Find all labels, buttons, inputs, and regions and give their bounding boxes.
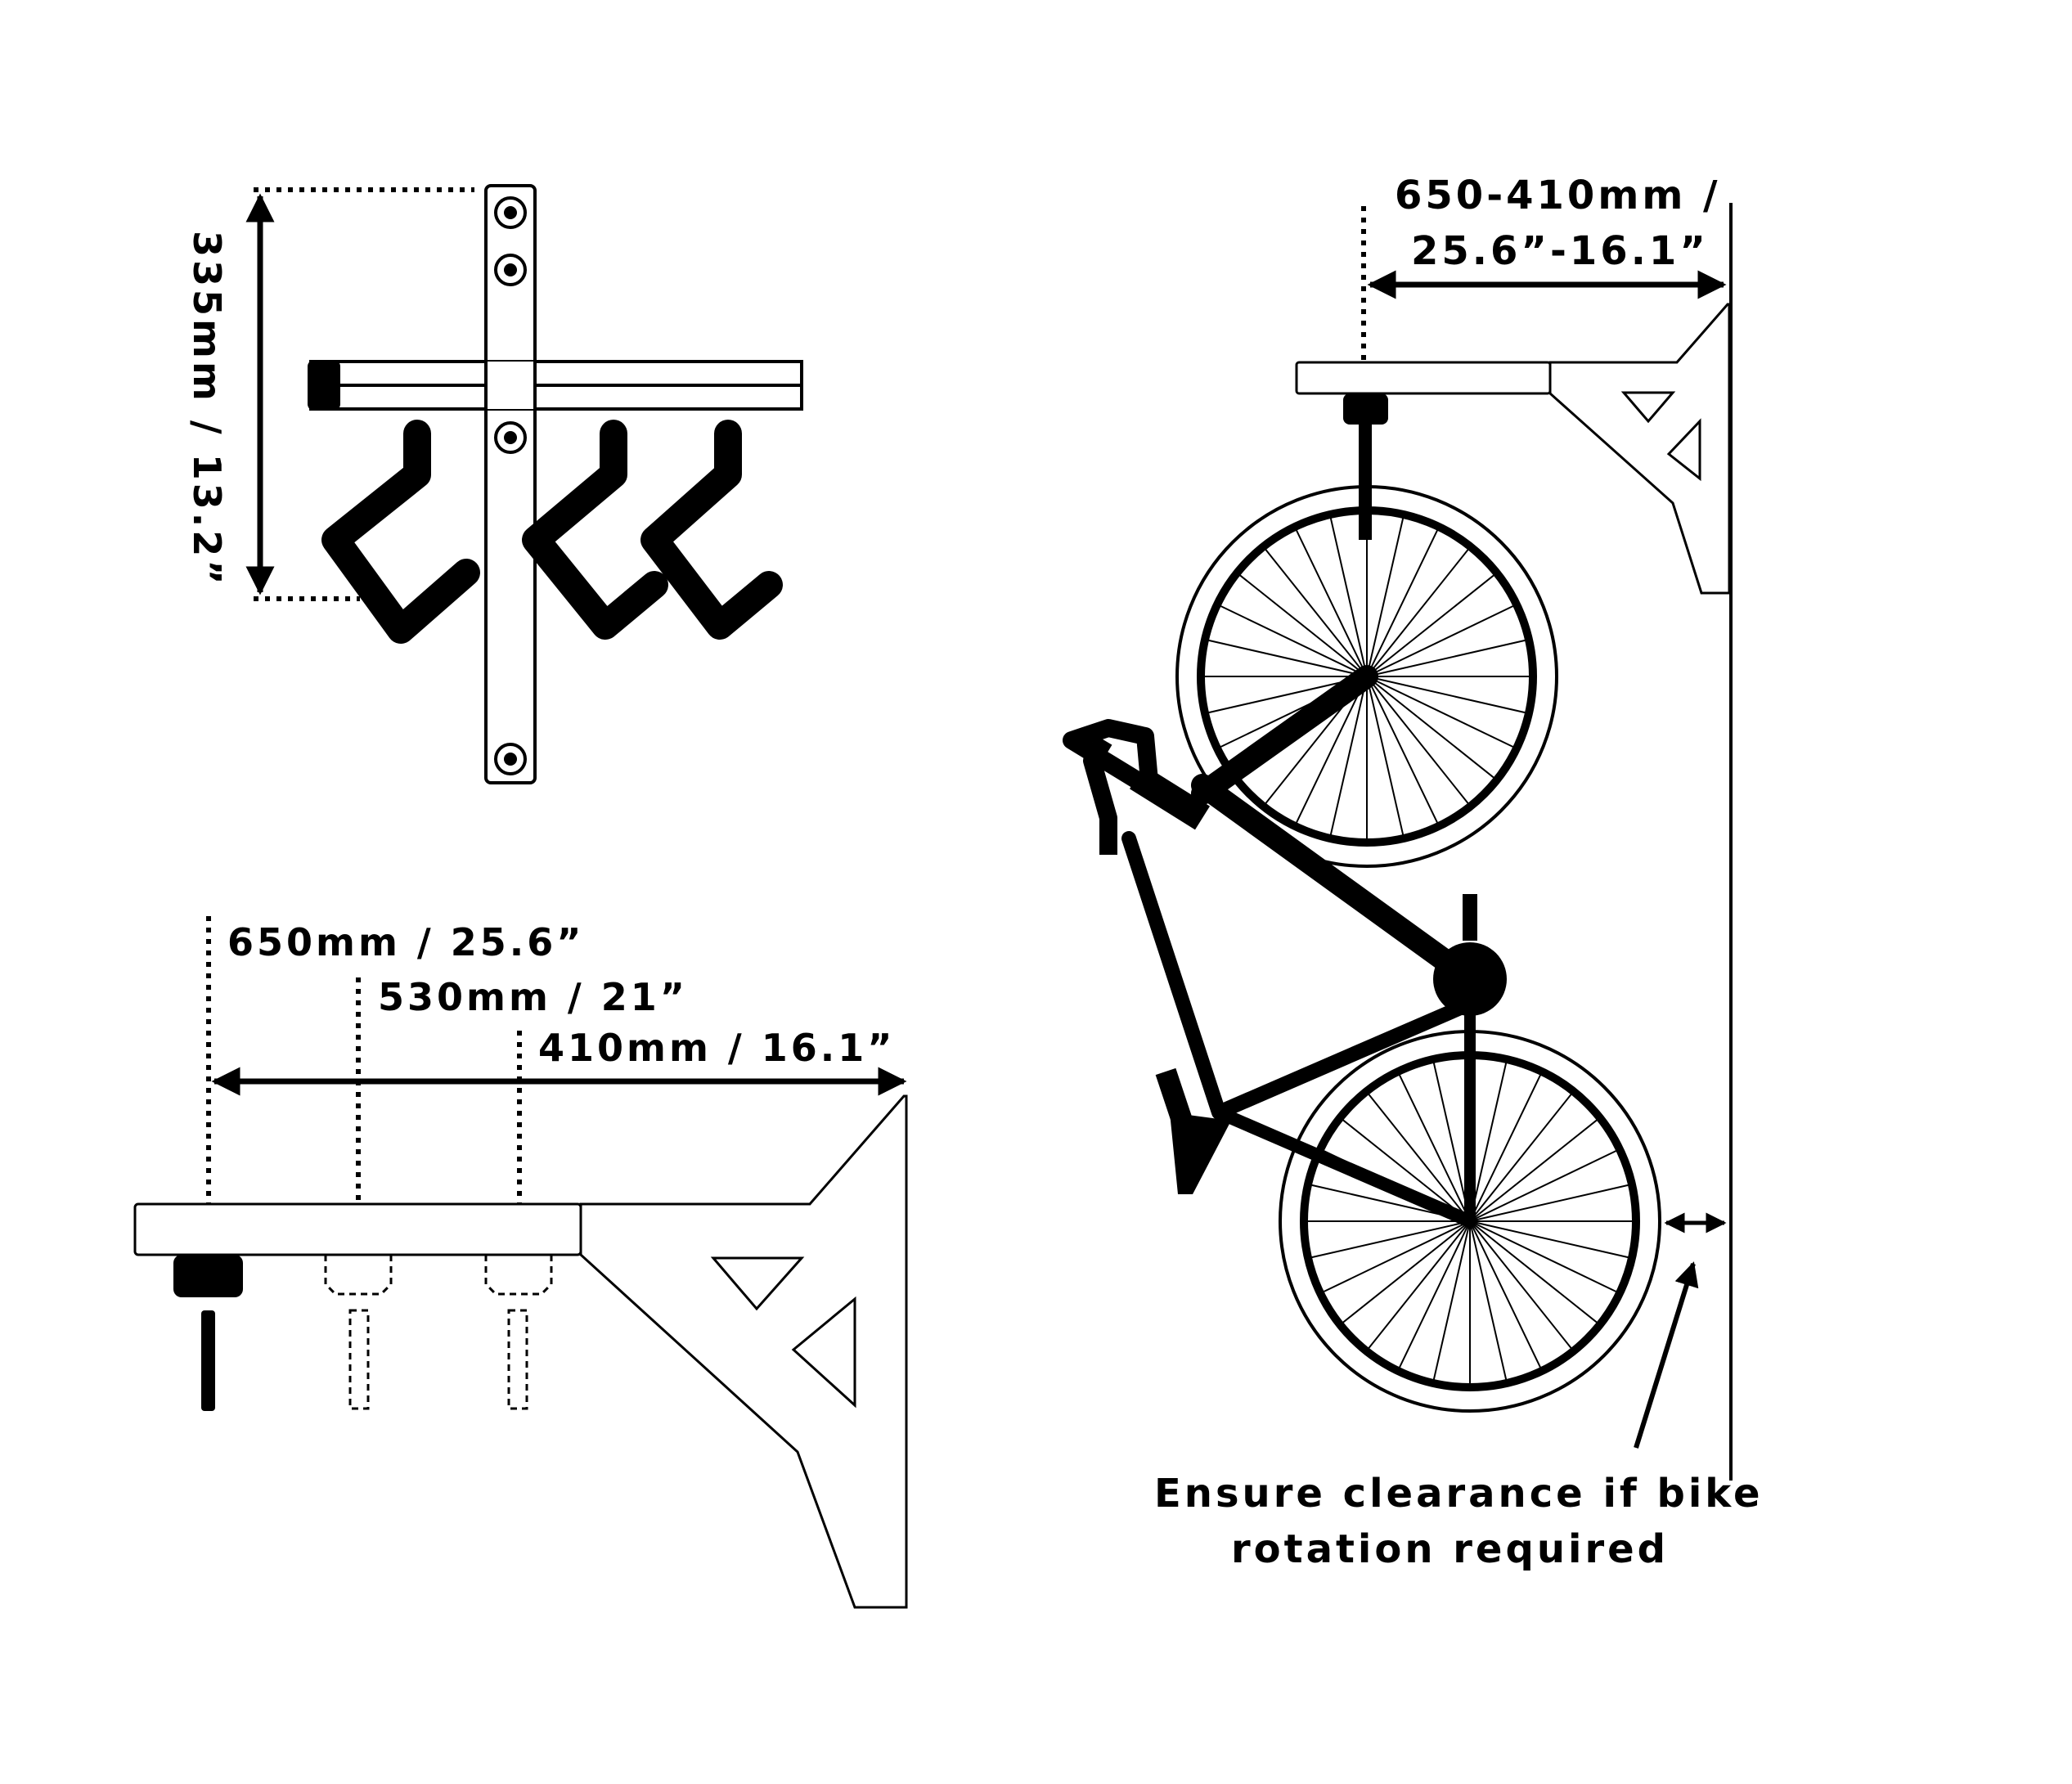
wheel-spoke: [1366, 573, 1495, 677]
end-cap: [308, 360, 340, 411]
wheel-spoke: [1469, 1093, 1573, 1222]
wheel-spoke: [1366, 676, 1495, 780]
clearance-label-line1: Ensure clearance if bike: [1154, 1471, 1764, 1517]
wheel-spoke: [1238, 573, 1368, 677]
wheel-spoke: [1469, 1220, 1618, 1293]
wheel-spoke: [1398, 1073, 1471, 1222]
mount-block: [173, 1255, 243, 1297]
wheel-spoke: [1264, 548, 1368, 677]
wheel-spoke: [1398, 1220, 1471, 1369]
side-view: 650mm / 25.6” 530mm / 21” 410mm / 16.1”: [133, 916, 908, 1609]
wheel-spoke: [1329, 676, 1368, 837]
front-view: 335mm / 13.2”: [185, 184, 803, 784]
wheel-spoke: [1310, 1220, 1471, 1259]
wheel-spoke: [1367, 1093, 1471, 1222]
wheel-spoke: [1366, 676, 1470, 805]
length-650-label: 650mm / 25.6”: [227, 920, 584, 964]
wheel-spoke: [1342, 1118, 1471, 1222]
wheel-spoke: [1469, 1220, 1542, 1369]
wheel-spoke: [1432, 1220, 1471, 1382]
bicycle-icon: [1063, 425, 1661, 1413]
wheel-spoke: [1469, 1118, 1598, 1222]
wheel-spoke: [1366, 676, 1515, 748]
wheel-spoke: [1366, 528, 1439, 677]
hex-bolt-icon: [494, 421, 527, 454]
wheel-spoke: [1366, 516, 1405, 677]
length-410-label: 410mm / 16.1”: [538, 1026, 895, 1070]
wheel-spoke: [1366, 676, 1439, 825]
wheel-spoke: [1322, 1220, 1471, 1293]
wheel-spoke: [1469, 1220, 1573, 1350]
wall-plate: [484, 184, 537, 784]
arrow-icon: [1634, 1261, 1699, 1449]
wheel-spoke: [1469, 1061, 1508, 1222]
wheel-spoke: [1469, 1220, 1630, 1259]
hex-bolt-icon: [494, 254, 527, 286]
wheel-spoke: [1469, 1073, 1542, 1222]
length-530-label: 530mm / 21”: [378, 975, 688, 1019]
wheel-spoke: [1469, 1220, 1508, 1382]
range-label-line2: 25.6”-16.1”: [1411, 228, 1709, 274]
wheel-spoke: [1367, 1220, 1471, 1350]
hex-bolt-icon: [494, 743, 527, 775]
wheel-spoke: [1295, 676, 1368, 825]
hook-icon: [640, 420, 783, 640]
wheel-spoke: [1329, 516, 1368, 677]
mounted-bike-view: 650-410mm / 25.6”-16.1”: [1063, 173, 1764, 1572]
range-label-line1: 650-410mm /: [1395, 173, 1721, 218]
wheel-spoke: [1366, 604, 1515, 677]
hook-icon: [522, 420, 668, 640]
clearance-label-line2: rotation required: [1231, 1526, 1669, 1572]
alt-mount-530: [324, 1255, 393, 1410]
wheel-spoke: [1366, 676, 1527, 714]
wall-bracket: [1548, 303, 1731, 595]
hook-icon: [321, 420, 480, 644]
wheel-spoke: [1469, 1149, 1618, 1222]
wheel-spoke: [1366, 639, 1527, 677]
wheel-spoke: [1295, 528, 1368, 677]
alt-mount-410: [484, 1255, 553, 1410]
wheel-spoke: [1469, 1184, 1630, 1222]
wheel-spoke: [1342, 1220, 1471, 1324]
wheel-spoke: [1207, 639, 1368, 677]
hex-bolt-icon: [494, 196, 527, 229]
wheel-spoke: [1219, 604, 1368, 677]
side-arm: [133, 1202, 582, 1256]
rack-arm: [1295, 361, 1552, 395]
wheel-spoke: [1469, 1220, 1598, 1324]
wheel-spoke: [1432, 1061, 1471, 1222]
wheel-spoke: [1366, 676, 1405, 837]
height-dimension-label: 335mm / 13.2”: [185, 231, 229, 587]
wheel-spoke: [1366, 548, 1470, 677]
wall-bracket: [579, 1094, 908, 1609]
